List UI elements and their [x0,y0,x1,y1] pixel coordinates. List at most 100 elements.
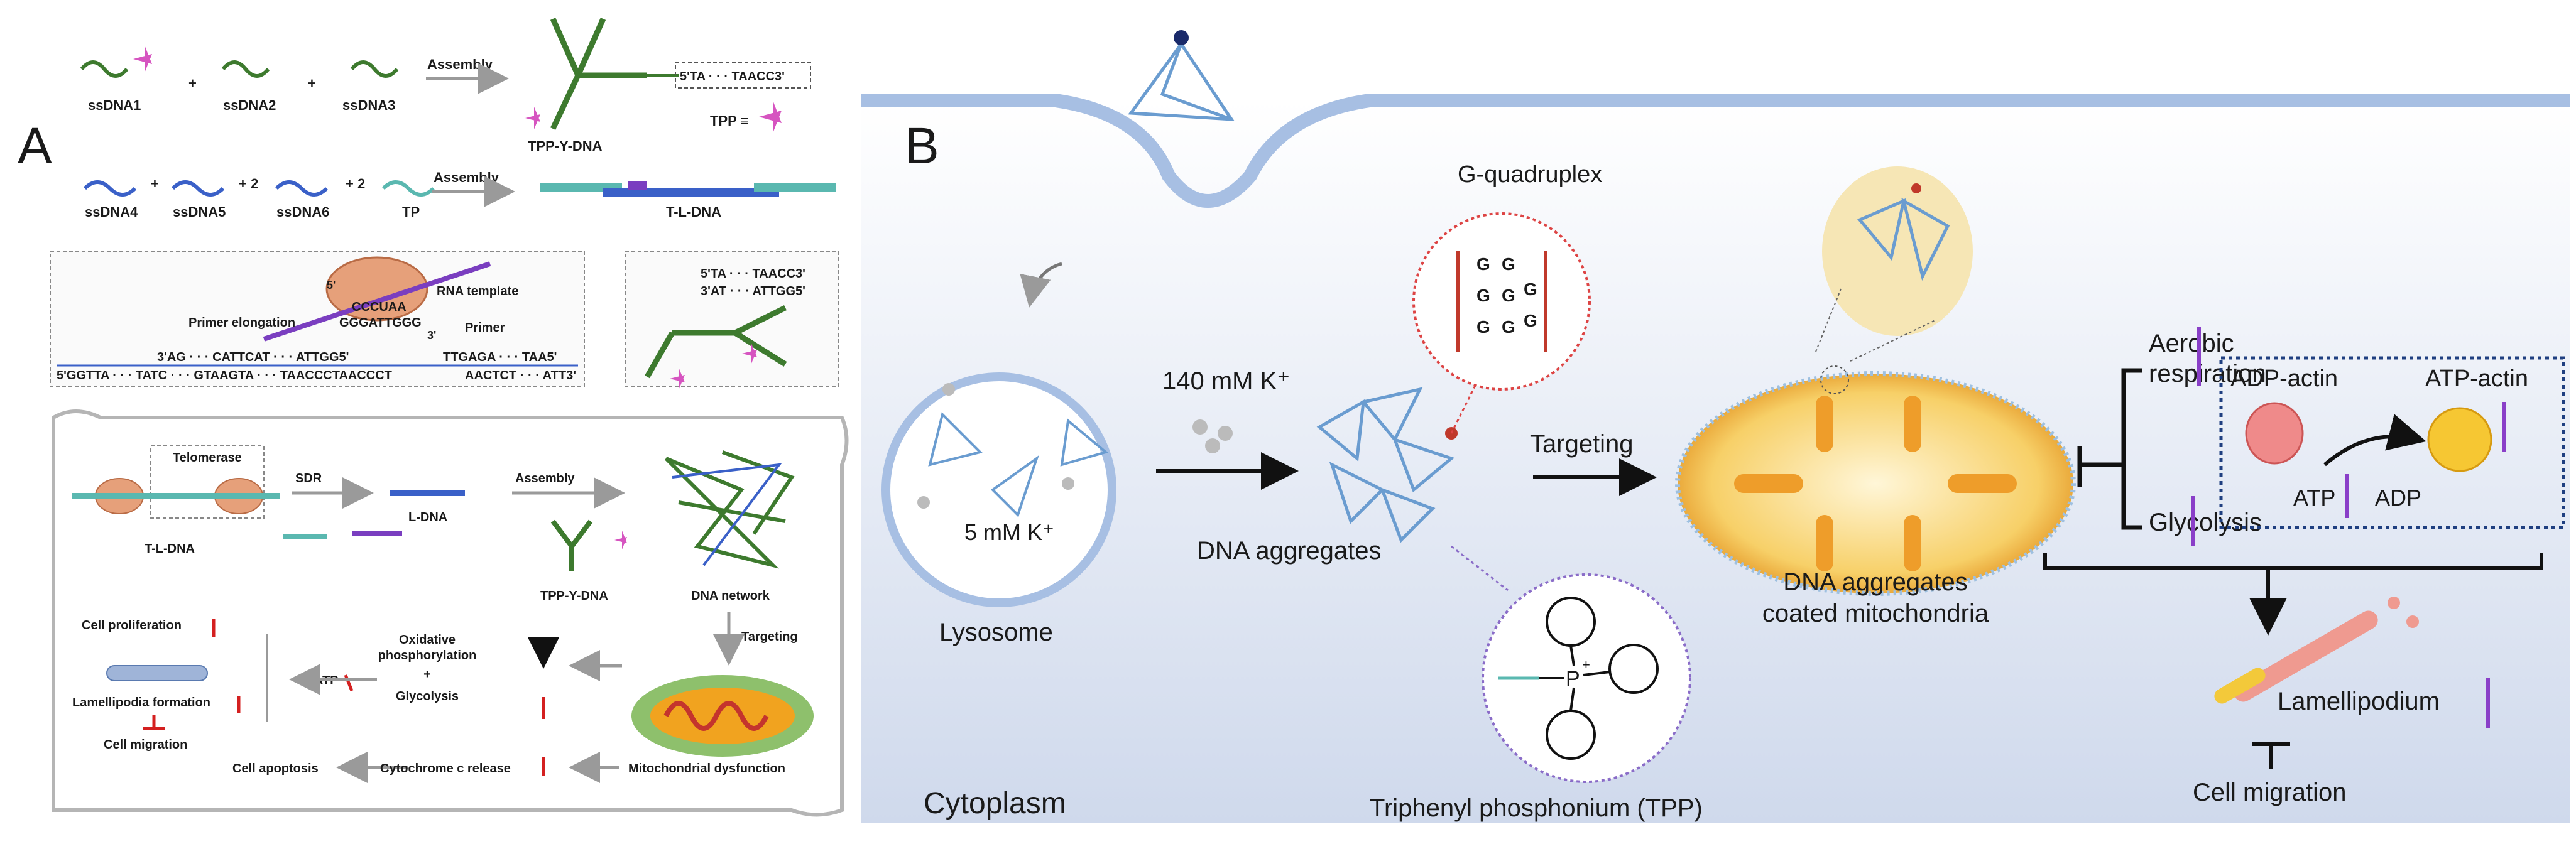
g-letter-6: G [1502,317,1515,337]
g-letter-4: G [1502,286,1515,305]
panel-b-label: B [905,117,939,175]
mitochondrion-b-icon [1675,371,2076,596]
targeting-label-a: Targeting [741,630,798,644]
lamellipodium-icon [2214,597,2419,704]
k-140-label: 140 mM K⁺ [1162,367,1290,395]
cell-migration-label-a: Cell migration [104,738,187,752]
coated-mito-label-1: DNA aggregates [1783,568,1968,596]
cytoplasm-label: Cytoplasm [924,787,1066,820]
g-letter-3: G [1476,286,1490,305]
lysosome-tetrahedra [917,383,1109,517]
primer-elongation-label: Primer elongation [188,316,295,330]
outcome-bracket [2043,553,2543,636]
mito-zoom-tetrahedra [1857,183,1950,281]
l-dna-label: L-DNA [408,511,447,524]
tpp-star-icon [133,45,152,73]
ssdna4-label: ssDNA4 [85,204,138,220]
tpp-y-dna-label-top: TPP-Y-DNA [528,138,603,154]
seq-ta-top: 5'TA · · · TAACC3' [680,70,785,84]
plus-oxphos: + [423,668,431,681]
inset-seq2: 3'AT · · · ATTGG5' [701,284,805,298]
strand-row-1: ssDNA1 + ssDNA2 + ssDNA3 Assembly [80,45,509,113]
seq-rna: CCCUAA [352,300,407,314]
g-letter-1: G [1476,254,1490,274]
lamellipodia-icon [106,665,208,681]
tpp-name-label: Triphenyl phosphonium (TPP) [1370,794,1703,822]
g-letter-8: G [1524,311,1537,330]
plus-1: + [188,75,197,91]
lamellipodia-formation-label: Lamellipodia formation [72,696,210,710]
glycolysis-label-a: Glycolysis [396,690,459,703]
inset-y-dna-box [625,251,839,387]
seq-bottom: 5'GGTTA · · · TATC · · · GTAAGTA · · · T… [57,369,392,382]
tpp-circle [1482,573,1691,783]
ssdna6-label: ssDNA6 [276,204,329,220]
strand-row-2: ssDNA4 + ssDNA5 + 2 ssDNA6 + 2 TP Assemb… [83,170,515,220]
ssdna5-label: ssDNA5 [173,204,226,220]
inset-seq1: 5'TA · · · TAACC3' [701,267,805,281]
phosphorus-charge: + [1582,657,1590,673]
sdr-label: SDR [295,472,322,485]
seq-bottom-right: AACTCT · · · ATT3' [465,369,576,382]
ssdna3-label: ssDNA3 [342,97,395,113]
seq-top-right: TTGAGA · · · TAA5' [443,350,557,364]
lysosome-k-label: 5 mM K⁺ [964,519,1054,545]
endocytosed-tetrahedron [1128,30,1235,121]
lysosome-circle [881,372,1116,607]
three-prime-label: 3' [427,329,436,342]
ssdna3-strand [350,60,399,78]
g-letter-2: G [1502,254,1515,274]
flow-a: Telomerase T-L-DNA SDR L-DNA Assembly TP… [72,445,814,783]
lamellipodium-label: Lamellipodium [2278,688,2440,715]
cell-proliferation-label: Cell proliferation [82,619,182,632]
g-letter-7: G [1524,279,1537,299]
rna-template-label: RNA template [437,284,518,298]
oxphos-label-2: phosphorylation [378,649,477,663]
targeting-label-b: Targeting [1530,430,1634,458]
atp-label-b: ATP [2293,485,2335,511]
telomerase-label: Telomerase [173,451,242,465]
mito-zoom-circle [1822,166,1973,336]
glycolysis-label-b: Glycolysis [2149,509,2262,536]
k-ions [1192,419,1233,453]
assembly-label-2: Assembly [434,170,499,185]
dna-aggregates-label: DNA aggregates [1197,537,1382,565]
g-quadruplex-label: G-quadruplex [1458,161,1602,188]
ssdna2-label: ssDNA2 [223,97,276,113]
tpp-equiv-label: TPP ≡ [710,113,748,129]
cell-apoptosis-label: Cell apoptosis [232,762,319,776]
atp-actin-icon [2427,407,2492,472]
ssdna1-label: ssDNA1 [88,97,141,113]
tpp-star-legend-icon [759,100,782,133]
adp-label-b: ADP [2375,485,2421,511]
aerobic-label-2: respiration [2149,360,2266,387]
actin-conversion-arrow [2323,414,2426,467]
phosphorus-label: P [1566,667,1580,691]
cell-migration-label-b: Cell migration [2193,779,2347,806]
inset-telomerase: RNA template Primer elongation Primer 5'… [57,256,578,382]
telomerase-icon [325,256,428,322]
mito-cristae [1734,396,2017,571]
plus-3: + [151,176,159,192]
seq-top: 3'AG · · · CATTCAT · · · ATTGG5' [157,350,349,364]
coated-mito-label-2: coated mitochondria [1762,600,1989,627]
panel-a-label: A [18,117,52,175]
tp-label: TP [402,204,420,220]
ssdna2-strand [221,60,270,78]
t-l-dna-top: T-L-DNA [540,181,836,220]
cytochrome-release-label: Cytochrome c release [380,762,511,776]
tpp-y-dna-top: TPP-Y-DNA 5'TA · · · TAACC3' TPP ≡ [525,18,811,154]
mito-dysfunction-label: Mitochondrial dysfunction [628,762,785,776]
cell-membrane [861,94,2570,208]
assembly-label-1: Assembly [427,57,493,72]
plus-5: + 2 [346,176,365,192]
aerobic-label-1: Aerobic [2149,330,2234,357]
t-l-dna-label-flow: T-L-DNA [145,542,195,556]
atp-actin-label: ATP-actin [2425,365,2528,392]
ssdna1-strand [80,60,129,78]
tpp-y-dna-label-flow: TPP-Y-DNA [540,589,608,603]
primer-label: Primer [465,321,505,335]
assembly-label-3: Assembly [515,472,575,485]
